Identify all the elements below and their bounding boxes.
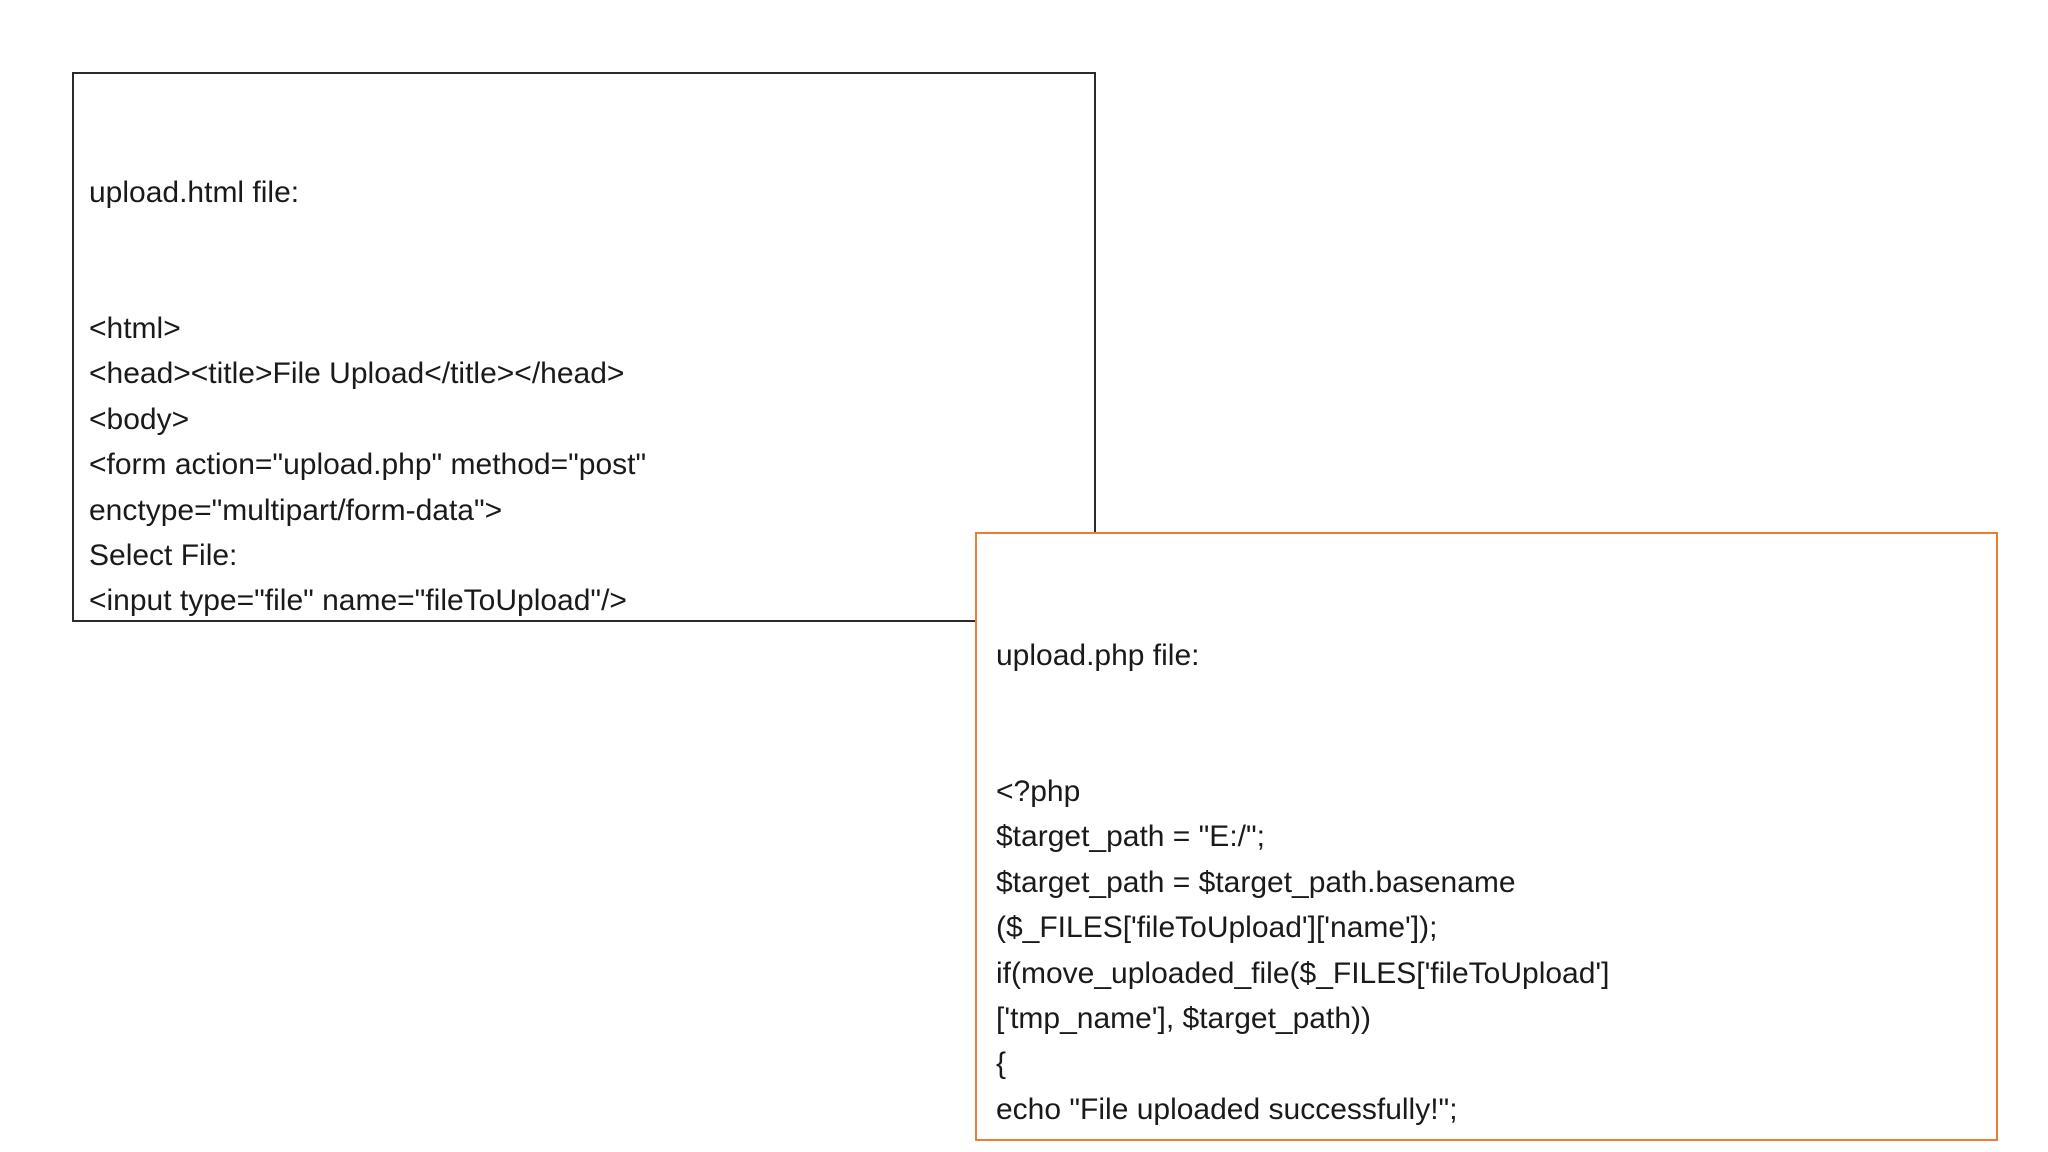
code-line: Select File: [89,539,238,573]
code-line: <input type="file" name="fileToUpload"/> [89,584,627,618]
php-code-box: upload.php file: <?php $target_path = "E:… [975,532,1998,1141]
code-line: enctype="multipart/form-data"> [89,493,503,527]
code-line: } else { [996,1132,1984,1139]
php-code-lines: <?php $target_path = "E:/"; $target_path =… [996,769,1984,1139]
code-line: ['tmp_name'], $target_path)) [996,1002,1371,1036]
html-code-box: upload.html file: <html> <head><title>Fil… [72,72,1096,622]
php-code-box-label: upload.php file: [996,638,1200,672]
code-line: <form action="upload.php" method="post" [89,448,647,482]
code-line: $target_path = "E:/"; [996,820,1265,854]
html-code-box-label: upload.html file: [89,175,300,209]
html-code-lines: <html> <head><title>File Upload</title></… [89,306,1082,620]
code-line: <body> [89,402,190,436]
code-line: if(move_uploaded_file($_FILES['fileToUpl… [996,956,1610,990]
code-line: echo "File uploaded successfully!"; [996,1092,1458,1126]
code-line: { [996,1047,1007,1081]
code-line: ($_FILES['fileToUpload']['name']); [996,911,1438,945]
code-line: <?php [996,775,1081,809]
code-line: $target_path = $target_path.basename [996,865,1516,899]
code-line: <head><title>File Upload</title></head> [89,357,625,391]
code-line: <html> [89,312,181,346]
